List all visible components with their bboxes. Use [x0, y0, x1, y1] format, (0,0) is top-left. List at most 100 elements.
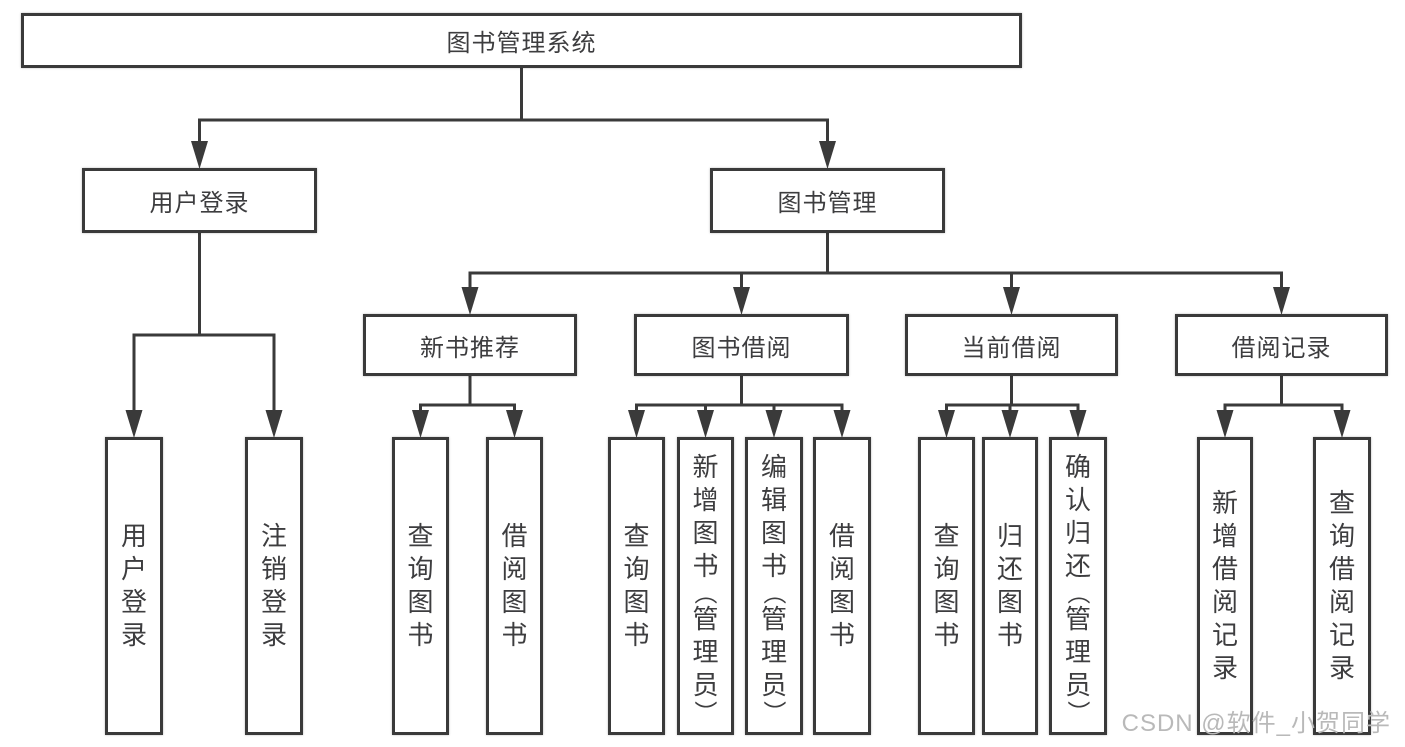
vertical-char: 新: [1211, 488, 1238, 518]
vertical-char: 查: [1328, 488, 1355, 518]
vertical-paren: （: [1065, 581, 1091, 604]
connector-line: [635, 376, 844, 418]
connector-book-borrow: [628, 376, 851, 438]
vertical-char: 书: [692, 550, 719, 581]
node-leaf-br-add: 新增借阅记录: [1197, 437, 1253, 735]
vertical-char: 理: [1064, 636, 1091, 667]
node-label: 图书借阅: [691, 334, 792, 362]
vertical-char: 阅: [1328, 587, 1355, 617]
vertical-char: 图: [760, 517, 787, 548]
node-leaf-br-query: 查询借阅记录: [1313, 437, 1371, 735]
node-leaf-cb-return: 归还图书: [982, 437, 1038, 735]
vertical-char: 查: [933, 521, 960, 551]
arrowhead: [506, 410, 523, 438]
vertical-char: 用: [120, 521, 147, 551]
node-leaf-cb-query: 查询图书: [918, 437, 975, 735]
vertical-char: 询: [407, 554, 434, 584]
arrowhead: [1216, 410, 1234, 438]
vertical-char: 员: [760, 669, 787, 700]
vertical-char: 注: [260, 521, 287, 551]
vertical-char: 书: [623, 620, 650, 650]
vertical-char: 图: [996, 587, 1023, 617]
arrowhead: [697, 410, 714, 438]
vertical-char: 确: [1064, 451, 1091, 482]
arrowhead: [819, 141, 836, 169]
arrowhead: [733, 287, 750, 315]
node-leaf-bb-edit: 编辑图书（管理员）: [745, 437, 803, 735]
vertical-char: 图: [692, 517, 719, 548]
vertical-char: 编: [760, 451, 787, 482]
connector-new-book: [412, 376, 523, 438]
vertical-char: 借: [828, 521, 855, 551]
arrowhead: [765, 410, 783, 438]
vertical-char: 增: [692, 484, 719, 515]
arrowhead: [1001, 410, 1019, 438]
vertical-char: 书: [501, 620, 528, 650]
vertical-char: 借: [1328, 554, 1355, 584]
arrowhead: [412, 410, 429, 438]
vertical-char: 书: [933, 620, 960, 650]
vertical-char: 书: [996, 620, 1023, 650]
vertical-char: 借: [1211, 554, 1238, 584]
arrowhead: [461, 287, 479, 315]
vertical-char: 管: [760, 603, 787, 634]
connector-line: [198, 68, 829, 149]
vertical-char: 认: [1064, 484, 1091, 515]
connector-borrow-records: [1216, 376, 1351, 438]
vertical-char: 书: [828, 620, 855, 650]
node-leaf-bb-query: 查询图书: [608, 437, 665, 735]
vertical-char: 还: [996, 554, 1023, 584]
arrowhead: [628, 410, 645, 438]
arrowhead: [1003, 287, 1020, 315]
vertical-char: 查: [407, 521, 434, 551]
vertical-char: 增: [1211, 521, 1238, 551]
node-book-borrow: 图书借阅: [634, 314, 849, 376]
vertical-char: 理: [760, 636, 787, 667]
vertical-char: 还: [1064, 550, 1091, 581]
vertical-char: 员: [1064, 669, 1091, 700]
vertical-char: 书: [760, 550, 787, 581]
vertical-char: 询: [623, 554, 650, 584]
vertical-char: 录: [1211, 653, 1238, 683]
node-leaf-nb-query: 查询图书: [392, 437, 449, 735]
arrowhead: [125, 410, 143, 438]
vertical-char: 管: [1064, 603, 1091, 634]
vertical-char: 图: [933, 587, 960, 617]
node-leaf-nb-borrow: 借阅图书: [486, 437, 543, 735]
vertical-char: 阅: [1211, 587, 1238, 617]
node-label: 用户登录: [149, 190, 250, 217]
connector-line: [132, 233, 276, 418]
node-borrow-records: 借阅记录: [1175, 314, 1388, 376]
vertical-char: 归: [1064, 517, 1091, 548]
vertical-paren: ）: [692, 700, 719, 723]
node-new-book: 新书推荐: [363, 314, 577, 376]
arrowhead: [1273, 287, 1290, 315]
vertical-paren: （: [692, 581, 719, 604]
arrowhead: [938, 410, 955, 438]
arrowhead: [833, 410, 851, 438]
vertical-char: 登: [260, 587, 287, 617]
vertical-char: 登: [120, 587, 147, 617]
vertical-char: 归: [996, 521, 1023, 551]
watermark: CSDN @软件_小贺同学: [1121, 710, 1391, 737]
vertical-char: 辑: [760, 484, 787, 515]
vertical-char: 阅: [828, 554, 855, 584]
arrowhead: [1069, 410, 1087, 438]
vertical-char: 录: [1328, 653, 1355, 683]
node-leaf-cb-confirm: 确认归还（管理员）: [1049, 437, 1107, 735]
vertical-char: 理: [692, 636, 719, 667]
vertical-char: 借: [501, 521, 528, 551]
node-book-mgmt: 图书管理: [710, 168, 945, 233]
vertical-paren: （: [761, 581, 787, 604]
node-user-login: 用户登录: [82, 168, 317, 233]
vertical-char: 新: [692, 451, 719, 482]
vertical-paren: ）: [1065, 700, 1091, 723]
vertical-char: 图: [828, 587, 855, 617]
vertical-char: 管: [692, 603, 719, 634]
vertical-char: 图: [407, 587, 434, 617]
connector-current-borrow: [938, 376, 1087, 438]
vertical-char: 书: [407, 620, 434, 650]
node-label: 图书管理系统: [446, 30, 597, 57]
